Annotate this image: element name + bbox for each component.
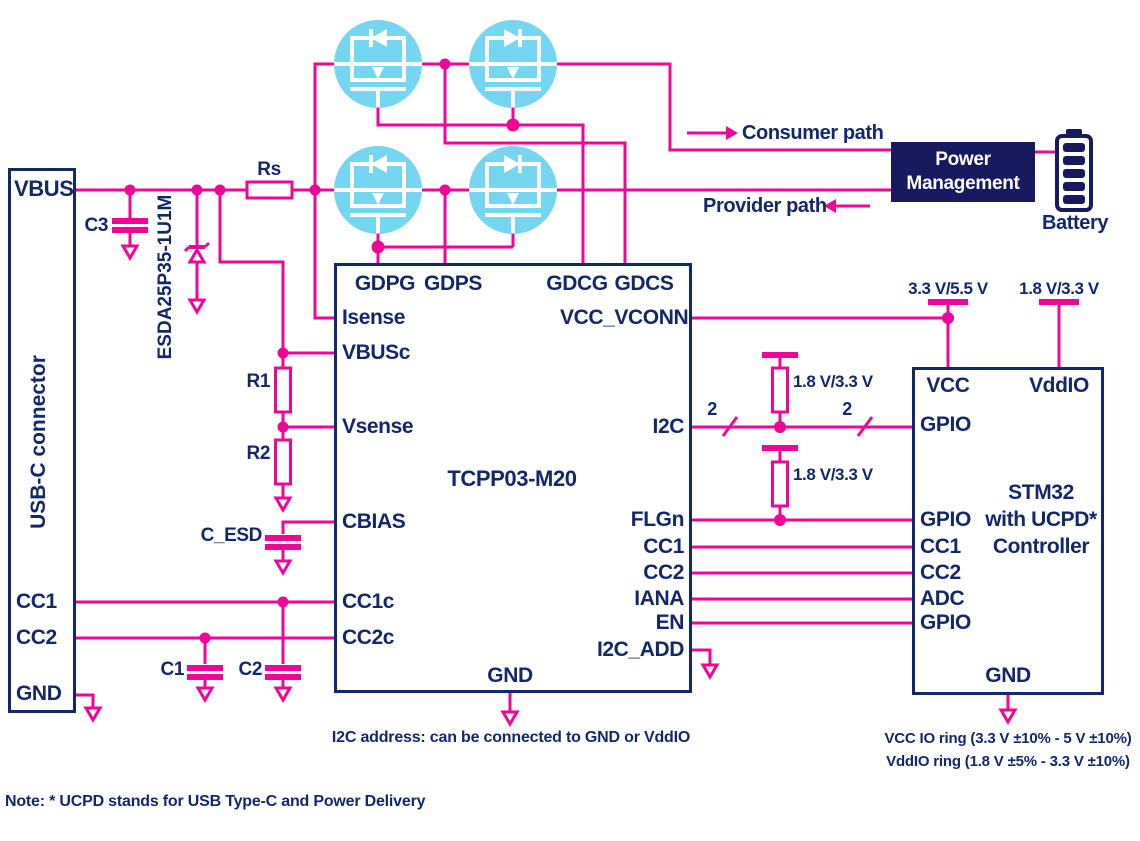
pullup1-rail-label: 1.8 V/3.3 V — [793, 372, 873, 391]
ground-arrow-usb-gnd — [83, 706, 103, 723]
stm32-pin-gpio-3: GPIO — [920, 611, 971, 634]
usb-pin-vbus: VBUS — [14, 176, 74, 201]
usb-pin-cc2: CC2 — [16, 626, 57, 649]
tcpp-pin-gnd: GND — [487, 664, 533, 687]
usb-connector-title: USB-C connector — [27, 355, 50, 529]
stm32-title-3: Controller — [992, 535, 1090, 558]
power-management-label-2: Management — [906, 173, 1020, 194]
ground-arrow-cesd — [273, 559, 293, 576]
tcpp-i2c-note: I2C address: can be connected to GND or … — [331, 729, 691, 746]
stm32-pin-cc1: CC1 — [920, 535, 961, 558]
tcpp-pin-vbusc: VBUSc — [342, 341, 411, 364]
r2-resistor — [274, 438, 292, 486]
capacitors — [112, 218, 301, 680]
tcpp-pin-gdcg: GDCG — [546, 272, 608, 295]
ground-arrow-c3 — [120, 244, 140, 261]
stm32-pin-gnd: GND — [985, 664, 1031, 687]
stm32-title-2: with UCPD* — [985, 508, 1097, 531]
tcpp-pin-en: EN — [655, 611, 685, 634]
i2c-bus-width-right: 2 — [842, 399, 852, 419]
cesd-label: C_ESD — [200, 525, 263, 546]
tcpp-pin-i2c: I2C — [652, 415, 685, 438]
consumer-path-arrow — [687, 126, 738, 140]
ground-arrow-stm-gnd — [998, 708, 1018, 725]
mosfet-consumer-right — [469, 20, 557, 108]
tcpp-pin-flgn: FLGn — [630, 508, 685, 531]
ground-arrow-r2 — [273, 496, 293, 513]
tcpp-pin-cc2: CC2 — [643, 561, 684, 584]
c3-label: C3 — [84, 215, 109, 236]
ground-arrow-tcpp-gnd — [500, 710, 520, 727]
tcpp-pin-gdpg: GDPG — [354, 272, 416, 295]
mosfet-consumer-left — [334, 20, 422, 108]
tcpp-title: TCPP03-M20 — [447, 466, 577, 491]
tcpp-pin-vsense: Vsense — [342, 415, 414, 438]
tcpp-pin-isense: Isense — [342, 306, 405, 329]
c3-capacitor — [112, 218, 148, 233]
usb-pin-gnd: GND — [16, 682, 62, 705]
esd-diode — [183, 241, 211, 264]
pullup1-resistor — [771, 366, 789, 414]
pullup2-resistor — [771, 460, 789, 508]
tcpp-pin-cc2c: CC2c — [342, 626, 395, 649]
i2c-bus-width-left: 2 — [707, 399, 717, 419]
tcpp03-block — [334, 263, 692, 693]
bus-slash-left — [721, 416, 739, 437]
stm32-pin-gpio-1: GPIO — [920, 413, 971, 436]
tcpp-pin-cc1: CC1 — [643, 535, 684, 558]
ground-arrow-i2c-add — [700, 663, 720, 680]
stm32-pin-vddio: VddIO — [1029, 374, 1089, 397]
provider-path-label: Provider path — [703, 195, 827, 217]
bus-slash-right — [856, 416, 874, 437]
vddio-rail-label: 1.8 V/3.3 V — [1019, 279, 1099, 298]
cesd-capacitor — [265, 535, 301, 550]
mosfet-provider-right — [469, 146, 557, 234]
tcpp-pin-cc1c: CC1c — [342, 590, 395, 613]
vcc-rail-label: 3.3 V/5.5 V — [908, 279, 988, 298]
c2-label: C2 — [238, 659, 263, 680]
stm32-vddio-ring-note: VddIO ring (1.8 V ±5% - 3.3 V ±10%) — [886, 753, 1130, 770]
usb-c-connector-block — [8, 168, 76, 713]
stm32-pin-adc: ADC — [920, 587, 965, 610]
stm32-block — [912, 367, 1104, 695]
stm32-title-1: STM32 — [1008, 481, 1074, 504]
ucpd-footnote: Note: * UCPD stands for USB Type-C and P… — [5, 793, 426, 810]
power-management-label-1: Power — [935, 149, 991, 171]
tcpp-pin-vcc-vconn: VCC_VCONN — [560, 306, 689, 329]
stm32-vcc-ring-note: VCC IO ring (3.3 V ±10% - 5 V ±10%) — [884, 730, 1132, 747]
ground-arrow-esd — [187, 298, 207, 315]
ground-arrow-c1 — [195, 686, 215, 703]
mosfet-provider-left — [334, 146, 422, 234]
battery-icon — [1055, 129, 1093, 212]
usb-pin-cc1: CC1 — [16, 590, 57, 613]
provider-path-arrow — [824, 199, 870, 213]
c1-capacitor — [187, 665, 223, 680]
stm32-pin-vcc: VCC — [926, 374, 970, 397]
power-management-block: Power Management — [891, 142, 1035, 202]
tcpp-pin-gdcs: GDCS — [614, 272, 674, 295]
stm32-pin-cc2: CC2 — [920, 561, 961, 584]
battery-label: Battery — [1041, 212, 1109, 234]
pullup2-rail-label: 1.8 V/3.3 V — [793, 465, 873, 484]
r1-label: R1 — [246, 371, 271, 392]
tcpp-pin-i2c-add: I2C_ADD — [596, 638, 684, 661]
rs-label: Rs — [257, 159, 281, 180]
rs-resistor — [245, 180, 294, 200]
r1-resistor — [274, 366, 292, 414]
c1-label: C1 — [160, 659, 185, 680]
ground-arrow-c2 — [273, 686, 293, 703]
r2-label: R2 — [246, 443, 271, 464]
tcpp-pin-gdps: GDPS — [424, 272, 482, 295]
c2-capacitor — [265, 665, 301, 680]
stm32-pin-gpio-2: GPIO — [920, 508, 971, 531]
esd-diode-label: ESDA25P35-1U1M — [155, 194, 176, 360]
consumer-path-label: Consumer path — [742, 122, 884, 144]
tcpp-pin-cbias: CBIAS — [342, 510, 406, 533]
tcpp-pin-iana: IANA — [634, 587, 684, 610]
